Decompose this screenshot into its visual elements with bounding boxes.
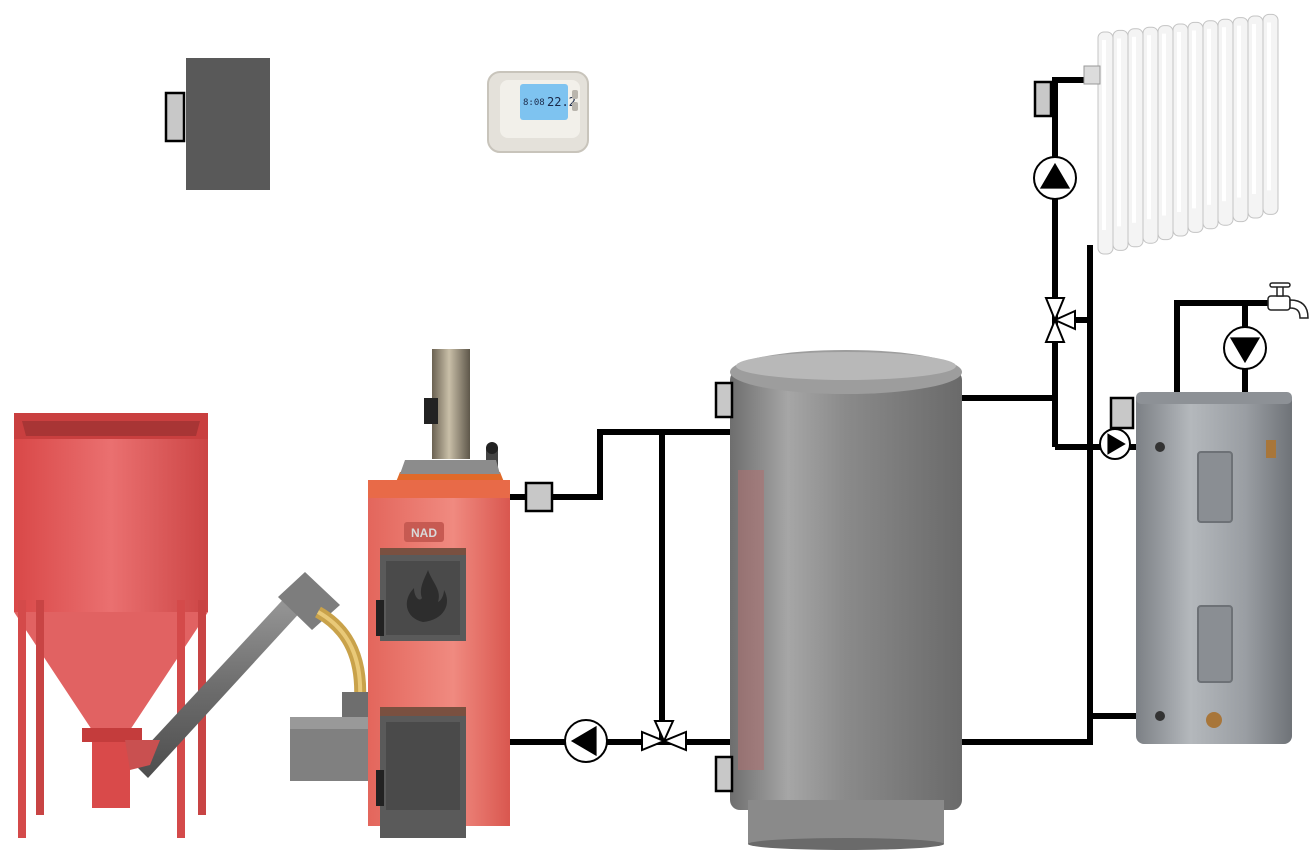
control-unit — [186, 58, 270, 190]
radiator-fin — [1157, 25, 1174, 241]
pellet-boiler: NAD — [368, 349, 510, 838]
boiler-logo-plate — [404, 522, 444, 542]
radiator-fin — [1097, 31, 1114, 255]
pumps — [564, 156, 1267, 763]
valves — [641, 297, 1076, 752]
temperature-sensor-icon — [524, 481, 554, 513]
hopper-funnel — [14, 612, 208, 730]
flame-icon — [406, 570, 448, 622]
thermostat-temperature: 22.2 — [547, 95, 576, 109]
temperature-sensor-icon — [164, 91, 186, 143]
buffer-tank — [730, 350, 962, 850]
sensors — [164, 80, 1135, 793]
water-heater-body — [1136, 392, 1292, 744]
control-unit-icon — [186, 58, 270, 190]
room-thermostat: 8:08 22.2 — [487, 71, 589, 153]
circulation-pump-icon — [1223, 326, 1267, 370]
pellet-hopper — [14, 413, 208, 838]
circulation-pump-icon — [564, 719, 608, 763]
radiator-fin — [1112, 29, 1129, 251]
radiator-fin — [1247, 15, 1264, 219]
return-pipe — [962, 245, 1093, 745]
thermostat-time: 8:08 — [523, 98, 545, 108]
radiator-icon — [1083, 65, 1101, 85]
radiator-fin — [1232, 17, 1249, 223]
hopper-leg-left — [18, 600, 26, 838]
radiator-supply-pipe — [1052, 77, 1090, 447]
heater-panel-upper — [1197, 451, 1233, 523]
three-way-valve-icon — [641, 720, 687, 752]
water-tap-icon — [1267, 282, 1309, 319]
thermostat-screen — [520, 84, 568, 120]
radiator-fin — [1187, 21, 1204, 233]
temperature-sensor-icon — [714, 755, 734, 793]
pellet-auger — [125, 572, 382, 781]
drain-valve — [1206, 712, 1222, 728]
three-way-valve-icon — [1044, 297, 1076, 343]
radiator-fin — [1202, 20, 1219, 230]
radiator-fin — [1217, 18, 1234, 226]
radiator-fin — [1262, 13, 1279, 215]
circulation-pump-icon — [1033, 156, 1077, 200]
radiator-fin — [1142, 26, 1159, 244]
heater-panel-lower — [1197, 605, 1233, 683]
water-heater — [1136, 392, 1292, 744]
temperature-sensor-icon — [1109, 396, 1135, 430]
buffer-tank-body — [730, 370, 962, 810]
circulation-pump-icon — [1099, 428, 1131, 460]
radiator — [1083, 13, 1279, 255]
radiator-fin — [1172, 23, 1189, 237]
radiator-fin — [1127, 28, 1144, 248]
chimney — [432, 349, 470, 459]
water-tap — [1267, 282, 1309, 319]
boiler-logo: NAD — [411, 526, 437, 540]
temperature-sensor-icon — [1033, 80, 1053, 118]
buffer-tank-base — [748, 800, 944, 844]
hopper-body — [14, 439, 208, 612]
temperature-sensor-icon — [714, 381, 734, 419]
